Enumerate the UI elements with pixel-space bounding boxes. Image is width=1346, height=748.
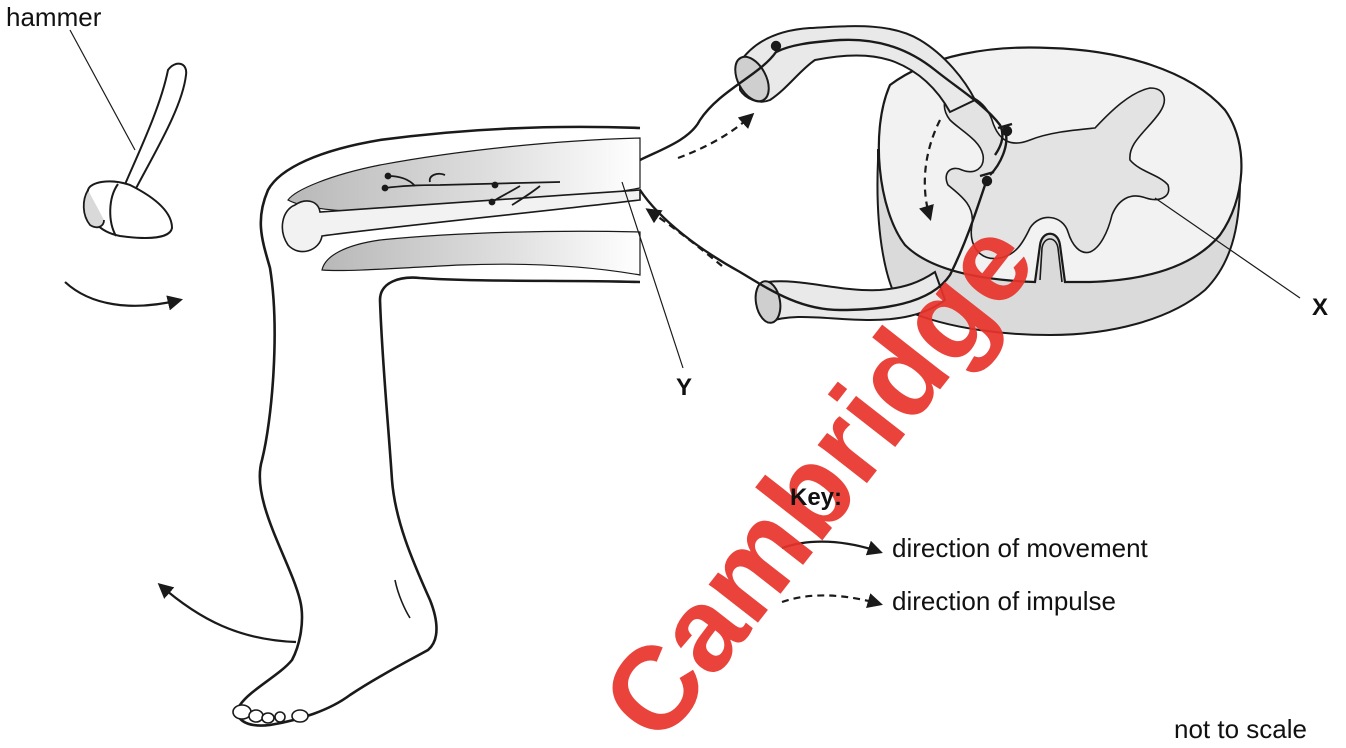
- key-title: Key:: [790, 484, 842, 512]
- motor-impulse-arrow: [648, 210, 722, 266]
- hammer-movement-arrow: [65, 282, 180, 306]
- leg-movement-arrow: [160, 585, 296, 642]
- reflex-hammer: [84, 64, 186, 238]
- key-impulse-label: direction of impulse: [892, 586, 1116, 617]
- leg: [233, 127, 640, 726]
- key-movement-label: direction of movement: [892, 533, 1148, 564]
- x-label: X: [1312, 294, 1328, 322]
- hammer-head: [88, 181, 172, 238]
- sensory-impulse-arrow: [678, 115, 752, 158]
- y-label: Y: [676, 374, 692, 402]
- not-to-scale-note: not to scale: [1174, 714, 1307, 745]
- hammer-leader-line: [70, 30, 135, 150]
- hammer-handle: [120, 64, 186, 200]
- watermark: Cambridge: [576, 197, 1059, 748]
- hammer-label: hammer: [6, 2, 101, 33]
